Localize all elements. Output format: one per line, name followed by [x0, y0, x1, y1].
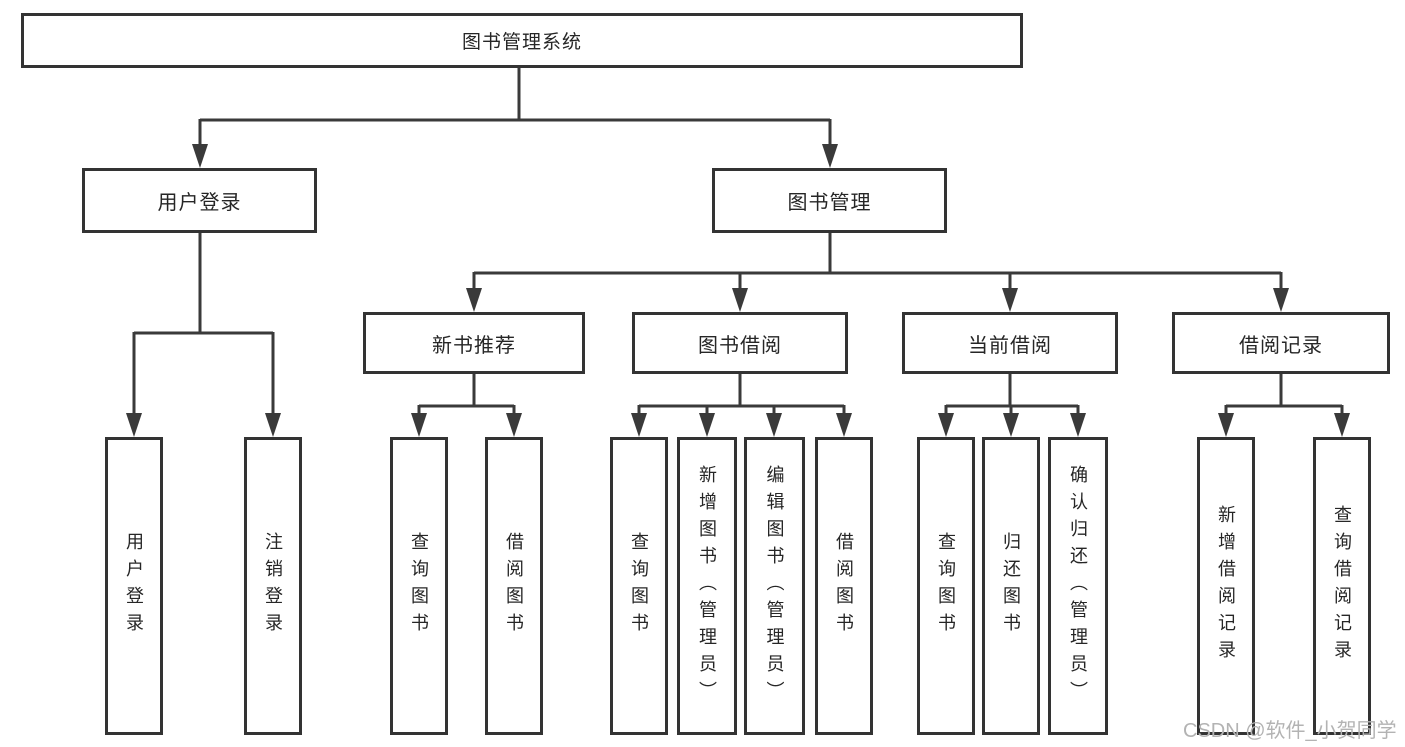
col-confirm-return-admin-label: 确认归还（管理员）: [1068, 464, 1088, 708]
node-user-login-label: 用户登录: [157, 192, 242, 214]
node-library-system-label: 图书管理系统: [461, 32, 582, 53]
col-borrow-books-recommend: 借阅图书: [485, 437, 543, 735]
node-book-management: 图书管理: [712, 168, 947, 233]
node-borrow-records-label: 借阅记录: [1239, 334, 1323, 357]
col-user-login: 用户登录: [105, 437, 163, 735]
col-edit-books-admin-label: 编辑图书（管理员）: [764, 464, 785, 708]
col-borrow-books-recommend-label: 借阅图书: [504, 532, 524, 640]
col-query-books-current-label: 查询图书: [936, 532, 956, 640]
col-add-books-admin-label: 新增图书（管理员）: [697, 464, 717, 708]
node-user-login: 用户登录: [82, 168, 317, 233]
col-logout-label: 注销登录: [263, 532, 283, 640]
col-borrow-books-label: 借阅图书: [834, 532, 854, 640]
node-book-borrow: 图书借阅: [632, 312, 848, 374]
col-query-borrow-record-label: 查询借阅记录: [1332, 505, 1352, 667]
col-query-books-current: 查询图书: [917, 437, 975, 735]
arrowheads: [126, 144, 1350, 437]
col-query-borrow-record: 查询借阅记录: [1313, 437, 1371, 735]
col-borrow-books: 借阅图书: [815, 437, 873, 735]
col-return-books: 归还图书: [982, 437, 1040, 735]
col-return-books-label: 归还图书: [1001, 532, 1021, 640]
node-book-borrow-label: 图书借阅: [698, 334, 782, 357]
col-edit-books-admin: 编辑图书（管理员）: [744, 437, 805, 735]
col-add-borrow-record: 新增借阅记录: [1197, 437, 1255, 735]
col-add-borrow-record-label: 新增借阅记录: [1216, 505, 1236, 667]
col-logout: 注销登录: [244, 437, 302, 735]
col-query-books-recommend: 查询图书: [390, 437, 448, 735]
node-library-system: 图书管理系统: [21, 13, 1023, 68]
col-user-login-label: 用户登录: [124, 532, 144, 640]
node-new-book-recommend-label: 新书推荐: [432, 334, 516, 357]
col-query-books-borrow: 查询图书: [610, 437, 668, 735]
node-book-management-label: 图书管理: [787, 192, 872, 214]
node-borrow-records: 借阅记录: [1172, 312, 1390, 374]
col-query-books-borrow-label: 查询图书: [629, 532, 649, 640]
col-query-books-recommend-label: 查询图书: [409, 532, 429, 640]
col-confirm-return-admin: 确认归还（管理员）: [1048, 437, 1108, 735]
node-new-book-recommend: 新书推荐: [363, 312, 585, 374]
node-current-borrow: 当前借阅: [902, 312, 1118, 374]
node-current-borrow-label: 当前借阅: [968, 334, 1052, 357]
col-add-books-admin: 新增图书（管理员）: [677, 437, 737, 735]
